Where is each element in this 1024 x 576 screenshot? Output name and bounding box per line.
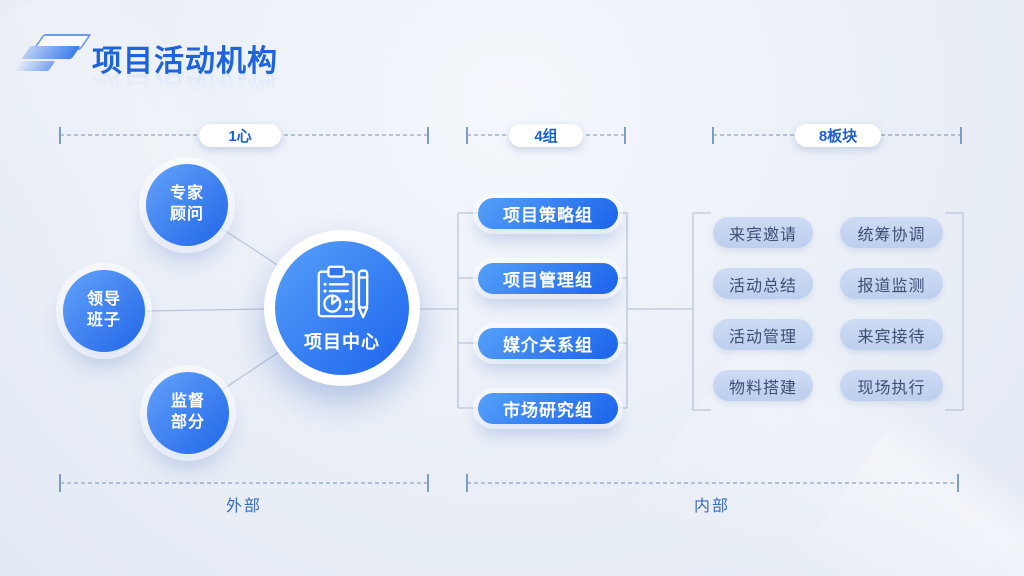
section-header-eight-blocks: 8板块 (795, 124, 881, 147)
center-circle-label: 项目中心 (304, 332, 380, 352)
satellite-circle-leadership: 领导 班子 (63, 270, 145, 352)
satellite-connectors (145, 227, 280, 391)
satellite-label-line: 专家 (169, 185, 204, 203)
group-pill-market-research: 市场研究组 (478, 393, 618, 424)
block-pill: 统筹协调 (840, 217, 943, 248)
satellite-label-line: 监督 (170, 393, 205, 411)
group-pill-management: 项目管理组 (478, 263, 618, 294)
center-circle: 项目中心 (264, 230, 420, 386)
blocks-grid: 来宾邀请 统筹协调 活动总结 报道监测 活动管理 来宾接待 物料搭建 现场执行 (713, 217, 943, 401)
footer-label-internal: 内部 (693, 498, 730, 515)
group-brackets (419, 212, 693, 409)
block-pill: 活动管理 (713, 319, 813, 350)
block-pill: 报道监测 (840, 268, 943, 299)
brand-logo-icon (14, 28, 92, 80)
page-title-reflection: 项目活动机构 (92, 68, 278, 101)
satellite-label-line: 领导 (86, 291, 121, 309)
satellite-circle-supervision: 监督 部分 (147, 372, 229, 454)
footer-label-external: 外部 (225, 498, 262, 515)
block-pill: 物料搭建 (713, 370, 813, 401)
satellite-label-line: 顾问 (169, 206, 204, 223)
page-title: 项目活动机构 (92, 45, 278, 78)
satellite-label-line: 班子 (86, 312, 121, 329)
logo-shape (21, 46, 81, 59)
footer-rule-ticks (59, 474, 959, 492)
block-pill: 来宾邀请 (713, 217, 813, 248)
satellite-label-line: 部分 (170, 414, 205, 431)
block-pill: 活动总结 (713, 268, 813, 299)
block-pill: 现场执行 (840, 370, 943, 401)
logo-shape (14, 61, 56, 71)
clipboard-report-pen-icon (317, 265, 369, 319)
center-circle-inner: 项目中心 (275, 241, 409, 375)
satellite-circle-expert-advisor: 专家 顾问 (146, 164, 228, 246)
group-pill-media-relations: 媒介关系组 (478, 328, 618, 359)
block-pill: 来宾接待 (840, 319, 943, 350)
section-header-one-core: 1心 (199, 124, 281, 147)
section-header-four-groups: 4组 (509, 124, 583, 147)
group-pill-strategy: 项目策略组 (478, 198, 618, 229)
